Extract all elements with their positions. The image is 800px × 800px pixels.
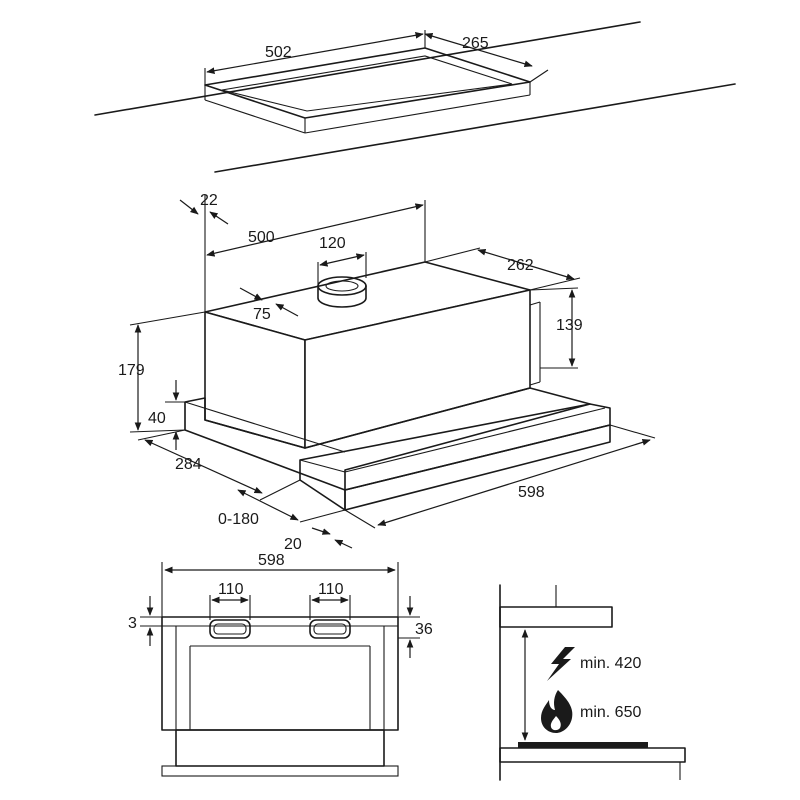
lightning-icon <box>547 647 575 681</box>
dimension-outlet-offset <box>239 287 263 301</box>
cutout-view: 502 265 <box>94 21 736 173</box>
flame-icon <box>541 690 573 733</box>
gas-clearance-label: min. 650 <box>580 704 641 721</box>
cabinet-edge-top <box>94 21 641 116</box>
spacing-label: 500 <box>248 229 275 246</box>
cutout-inner-outline <box>221 55 513 112</box>
dimension-front-edge <box>311 527 331 535</box>
body-height-label: 139 <box>556 317 583 334</box>
total-height-label: 179 <box>118 362 145 379</box>
front-width-label: 598 <box>258 552 285 569</box>
opening-right-label: 110 <box>318 581 344 598</box>
hood-width-label: 598 <box>518 484 545 501</box>
slider-height-label: 40 <box>148 410 166 427</box>
dimension-outlet <box>319 253 365 267</box>
outlet-offset-label: 75 <box>253 306 271 323</box>
front-edge-label: 20 <box>284 536 302 553</box>
front-body <box>161 616 399 731</box>
dimension-cutout-width <box>206 32 424 74</box>
dimension-extension <box>237 489 299 521</box>
hob-surface <box>518 742 648 748</box>
cutout-depth-label: 265 <box>462 35 489 52</box>
dimension-depth-bottom <box>144 439 263 494</box>
dimension-offset-top <box>179 199 199 215</box>
dimension-cutout-depth <box>424 32 533 68</box>
cutout-outline <box>204 47 531 119</box>
front-slider <box>175 729 385 767</box>
hood-isometric-view: 22 500 120 75 262 139 179 40 <box>118 192 656 553</box>
offset-top-label: 22 <box>200 192 218 209</box>
dimension-hood-width <box>377 439 651 526</box>
opening-right-icon <box>309 619 351 639</box>
electric-clearance-label: min. 420 <box>580 655 641 672</box>
air-outlet-icon <box>317 276 367 308</box>
hood-slider-front-face <box>344 424 611 511</box>
outlet-label: 120 <box>319 235 346 252</box>
dimension-depth-top <box>477 248 575 281</box>
opening-left-label: 110 <box>218 581 244 598</box>
depth-bottom-label: 284 <box>175 456 202 473</box>
dimension-spacing <box>206 203 424 257</box>
top-left-label: 3 <box>128 615 137 632</box>
clearance-view: min. 420 min. 650 <box>499 584 686 781</box>
hood-side-profile <box>499 606 613 628</box>
hob-profile <box>499 747 686 763</box>
extension-label: 0-180 <box>218 511 259 528</box>
front-view: 598 110 110 3 36 <box>128 552 433 777</box>
cabinet-edge-bottom <box>214 83 736 173</box>
hood-base-rail <box>184 387 591 491</box>
cutout-width-label: 502 <box>265 44 292 61</box>
top-right-label: 36 <box>415 621 433 638</box>
depth-top-label: 262 <box>507 257 534 274</box>
opening-left-icon <box>209 619 251 639</box>
